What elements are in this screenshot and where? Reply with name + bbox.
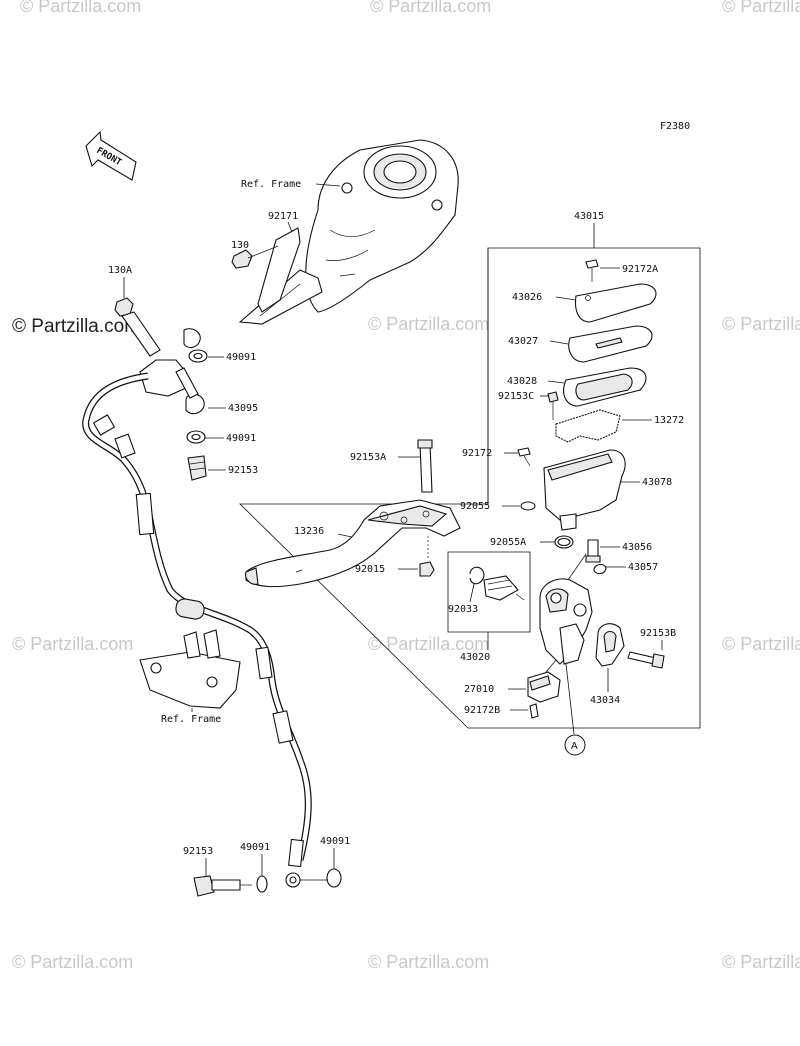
watermark: © Partzilla.com xyxy=(722,0,800,16)
figure-code: F2380 xyxy=(660,121,690,132)
watermark: © Partzilla.com xyxy=(722,634,800,654)
label-92172: 92172 xyxy=(462,448,492,459)
label-ref-frame-bottom: Ref. Frame xyxy=(161,714,221,725)
watermark: © Partzilla.com xyxy=(370,0,491,16)
label-92153B: 92153B xyxy=(640,628,676,639)
label-92153A: 92153A xyxy=(350,452,386,463)
ref-circle-label: A xyxy=(571,741,578,752)
watermark: © Partzilla.com xyxy=(12,952,133,972)
watermarks: © Partzilla.com © Partzilla.com © Partzi… xyxy=(12,0,800,972)
label-13236: 13236 xyxy=(294,526,324,537)
label-43057: 43057 xyxy=(628,562,658,573)
frame-lower-bracket xyxy=(139,629,241,709)
watermark: © Partzilla.com xyxy=(20,0,141,16)
label-43026: 43026 xyxy=(512,292,542,303)
watermark-dark: © Partzilla.com xyxy=(12,316,140,337)
master-cylinder xyxy=(539,553,593,665)
label-92172B: 92172B xyxy=(464,705,500,716)
label-92171: 92171 xyxy=(268,211,298,222)
label-92172A: 92172A xyxy=(622,264,658,275)
watermark: © Partzilla.com xyxy=(12,634,133,654)
watermark: © Partzilla.com xyxy=(368,634,489,654)
label-92055A: 92055A xyxy=(490,537,526,548)
label-43027: 43027 xyxy=(508,336,538,347)
watermark: © Partzilla.com xyxy=(368,314,489,334)
label-92153-a: 92153 xyxy=(228,465,258,476)
label-43020: 43020 xyxy=(460,652,490,663)
label-130: 130 xyxy=(231,240,249,251)
label-27010: 27010 xyxy=(464,684,494,695)
watermark: © Partzilla.com xyxy=(722,314,800,334)
label-43056: 43056 xyxy=(622,542,652,553)
watermark: © Partzilla.com xyxy=(368,952,489,972)
label-92153C: 92153C xyxy=(498,391,534,402)
label-43015: 43015 xyxy=(574,211,604,222)
label-13272: 13272 xyxy=(654,415,684,426)
label-49091-a: 49091 xyxy=(226,352,256,363)
label-130A: 130A xyxy=(108,265,132,276)
label-92153-b: 92153 xyxy=(183,846,213,857)
clutch-hose xyxy=(82,372,312,888)
label-49091-b: 49091 xyxy=(226,433,256,444)
front-arrow-icon: FRONT xyxy=(85,130,137,181)
watermark: © Partzilla.com xyxy=(722,952,800,972)
label-49091-d: 49091 xyxy=(320,836,350,847)
label-92015: 92015 xyxy=(355,564,385,575)
label-ref-frame-top: Ref. Frame xyxy=(241,179,301,190)
label-43028: 43028 xyxy=(507,376,537,387)
ref-circle xyxy=(564,734,586,756)
clutch-lever xyxy=(245,499,461,588)
label-43078: 43078 xyxy=(642,477,672,488)
label-92033: 92033 xyxy=(448,604,478,615)
label-43095: 43095 xyxy=(228,403,258,414)
label-43034: 43034 xyxy=(590,695,620,706)
label-92055: 92055 xyxy=(460,501,490,512)
label-49091-c: 49091 xyxy=(240,842,270,853)
